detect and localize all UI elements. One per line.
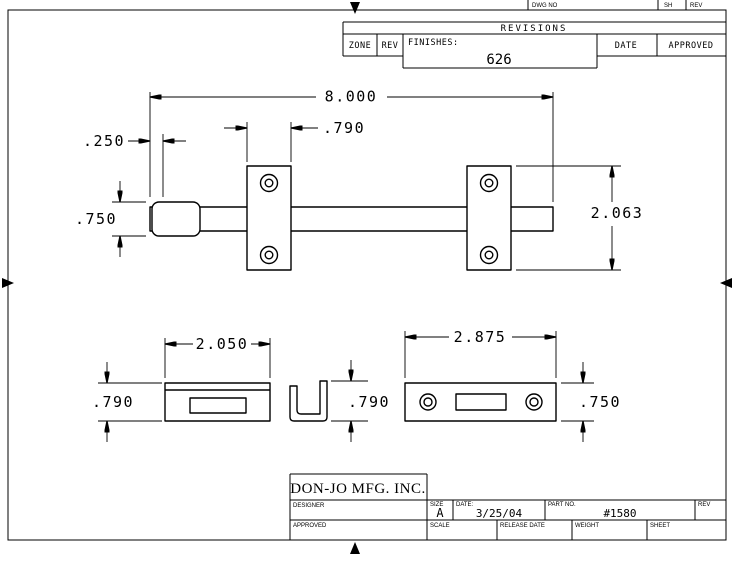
part-no-label: PART NO.: [548, 502, 576, 508]
guide-bracket-right: [466, 165, 512, 271]
revisions-title: REVISIONS: [501, 24, 568, 34]
finishes-value: 626: [486, 52, 511, 68]
sh-label: SH: [664, 3, 672, 9]
rev-label-title: REV: [698, 502, 710, 508]
bolt-knob: [151, 201, 201, 237]
bolt-rod: [149, 206, 554, 232]
keeper-slot: [189, 397, 247, 414]
guide-bracket-left: [246, 165, 292, 271]
dim-label-strike-height: .750: [579, 393, 621, 411]
dim-keeper-height: .790: [92, 362, 162, 442]
date-value: 3/25/04: [476, 507, 523, 520]
designer-label: DESIGNER: [293, 503, 325, 509]
finishes-label: FINISHES:: [408, 38, 459, 48]
dim-guide-width: .790: [224, 119, 365, 162]
dim-profile-height: .790: [331, 360, 390, 442]
release-date-label: RELEASE DATE: [500, 523, 545, 529]
revisions-table: REVISIONS ZONE REV FINISHES: 626 DATE AP…: [342, 21, 726, 69]
part-no-value: #1580: [603, 507, 636, 520]
zone-header: ZONE: [349, 41, 371, 51]
dim-label-strike-width: 2.875: [454, 328, 507, 346]
approved-header: APPROVED: [669, 41, 714, 51]
title-block: DON-JO MFG. INC. DESIGNER APPROVED SIZE …: [289, 473, 726, 540]
screw-hole: [259, 173, 279, 193]
center-mark-bottom: [350, 542, 360, 554]
border-frame: [2, 2, 732, 554]
dim-label-keeper-height: .790: [92, 393, 134, 411]
top-strip: DWG NO SH REV: [527, 0, 702, 10]
size-value: A: [436, 506, 444, 520]
strike-plate-view: 2.875 .750: [404, 328, 621, 442]
strike-body: [404, 382, 557, 422]
dim-label-bolt-height: .750: [75, 210, 117, 228]
center-mark-right: [720, 278, 732, 288]
date-label: DATE:: [456, 502, 474, 508]
dim-end-offset: .250: [83, 132, 186, 197]
sheet-label: SHEET: [650, 523, 670, 529]
keeper-side-view: 2.050 .790: [92, 335, 271, 442]
front-view: 8.000 .250 .790 .750: [75, 88, 644, 271]
rev-label-top: REV: [690, 3, 702, 9]
screw-hole: [419, 393, 437, 411]
dim-label-end-offset: .250: [83, 132, 125, 150]
screw-hole: [479, 245, 499, 265]
dim-guide-height: 2.063: [516, 166, 644, 270]
keeper-profile: [289, 380, 328, 422]
screw-hole: [259, 245, 279, 265]
dim-keeper-width: 2.050: [165, 335, 270, 378]
company-name: DON-JO MFG. INC.: [290, 481, 426, 497]
dim-label-guide-width: .790: [323, 119, 365, 137]
dim-strike-width: 2.875: [405, 328, 556, 378]
center-mark-top: [350, 2, 360, 14]
date-header: DATE: [615, 41, 637, 51]
dim-label-profile-height: .790: [348, 393, 390, 411]
center-mark-left: [2, 278, 14, 288]
keeper-profile-view: .790: [289, 360, 390, 442]
dim-bolt-height: .750: [75, 181, 146, 257]
strike-slot: [455, 393, 507, 411]
screw-hole: [525, 393, 543, 411]
dim-overall-length: 8.000: [150, 88, 553, 202]
dwg-no-label: DWG NO: [532, 3, 558, 9]
dim-label-keeper-width: 2.050: [196, 335, 249, 353]
dim-label-guide-height: 2.063: [591, 204, 644, 222]
size-label: SIZE: [430, 502, 443, 508]
weight-label: WEIGHT: [575, 523, 599, 529]
rev-header: REV: [382, 41, 399, 51]
screw-hole: [479, 173, 499, 193]
keeper-body: [164, 382, 271, 422]
dim-strike-height: .750: [561, 362, 621, 442]
approved-label: APPROVED: [293, 523, 327, 529]
scale-label: SCALE: [430, 523, 450, 529]
dim-label-overall-length: 8.000: [325, 88, 378, 106]
